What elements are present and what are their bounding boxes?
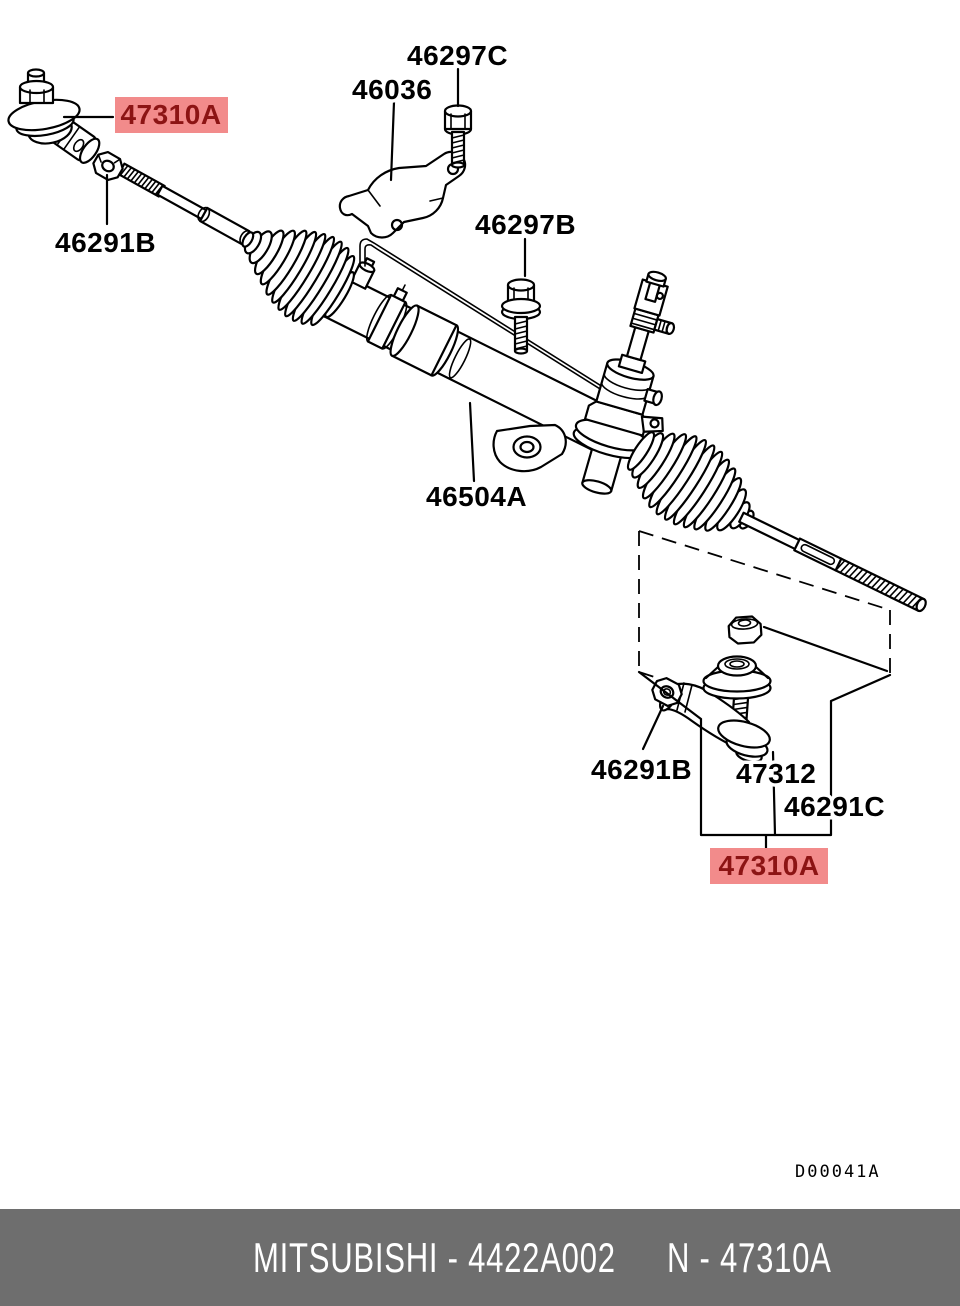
highlight-box-bottom[interactable] [710,848,828,884]
label-46291b-top: 46291B [55,227,156,258]
label-46504a: 46504A [426,481,527,512]
label-47310a-top[interactable]: 47310A [120,99,221,130]
label-47310a-bottom[interactable]: 47310A [718,850,819,881]
label-47312: 47312 [736,758,816,789]
footer-bar: MITSUBISHI - 4422A002 N - 47310A [0,1209,960,1306]
label-46036: 46036 [352,74,432,105]
label-46297b: 46297B [475,209,576,240]
footer-catalog-text: MITSUBISHI - 4422A002 [253,1234,616,1281]
label-46291b-bottom: 46291B [591,754,692,785]
leader-lines [62,67,892,850]
left-boot-drawing [241,229,356,327]
bolt-46297b-drawing [500,278,542,355]
pinion-housing-drawing [572,270,676,495]
drawing-code: D00041A [795,1162,881,1182]
tie-rod-end-top-drawing [7,68,101,164]
highlight-47310a-top[interactable]: 47310A [115,97,228,133]
bolt-46297c-drawing [443,104,473,169]
highlight-box-top[interactable] [115,97,228,133]
hydraulic-pipes-drawing [359,238,633,410]
highlight-47310a-bottom[interactable]: 47310A [710,848,828,884]
bracket-drawing [338,150,467,239]
label-46291c: 46291C [784,791,885,822]
nut-46291b-top-drawing [92,151,124,181]
label-46297c: 46297C [407,40,508,71]
footer-part-text: N - 47310A [667,1234,832,1281]
mount-lug-drawing [492,423,567,473]
inner-tie-rod-right-drawing [738,511,927,613]
detail-region-outline [638,530,891,693]
tie-rod-end-detail-drawing [651,615,772,763]
